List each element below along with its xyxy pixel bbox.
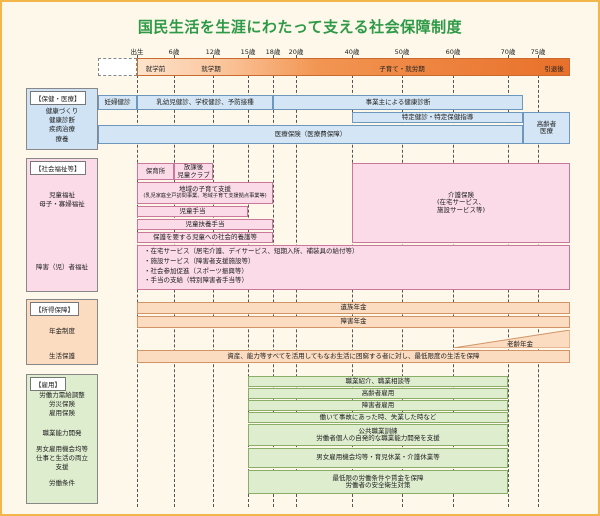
health-label-checkup: 健康診断 bbox=[49, 116, 75, 124]
disability-service-allowance: ・手当の支給（特別障害者手当等） bbox=[144, 276, 248, 285]
local-childcare-support: 地域の子育て支援 (乳児家庭全戸訪問事業、地域子育て支援拠点事業等) bbox=[137, 182, 273, 204]
self-development-support: 労働者個人の自発的な職業能力開発を支援 bbox=[316, 434, 440, 442]
maternity-checkup: 妊婦健診 bbox=[98, 95, 137, 110]
employment-label-unemployment: 雇用保険 bbox=[49, 409, 75, 417]
afterschool-line1: 放課後 bbox=[183, 163, 204, 172]
employment-label-training: 職業能力開発 bbox=[42, 429, 82, 437]
prenatal-slot bbox=[98, 58, 137, 76]
welfare-label-panel: 【社会福祉等】 児童福祉 母子・寡婦福祉 障害（児）者福祉 bbox=[26, 158, 98, 292]
age-tick-70: 70歳 bbox=[500, 48, 516, 56]
nursery-box: 保育所 bbox=[137, 163, 174, 180]
elderly-medical-line1: 高齢者 bbox=[536, 119, 557, 128]
age-tick-50: 50歳 bbox=[394, 48, 410, 56]
disability-service-list: ・在宅サービス（居宅介護、デイサービス、短期入所、補装具の給付等） ・施設サービ… bbox=[144, 247, 359, 286]
disability-services bbox=[137, 245, 570, 290]
old-age-pension: 老齢年金 bbox=[507, 340, 533, 348]
age-tick-60: 60歳 bbox=[445, 48, 461, 56]
child-rearing-allowance: 児童扶養手当 bbox=[137, 219, 273, 230]
employment-header: 【雇用】 bbox=[30, 377, 66, 391]
page-title: 国民生活を生涯にわたって支える社会保障制度 bbox=[137, 18, 463, 36]
age-tick-18: 18歳 bbox=[265, 48, 281, 56]
elderly-medical: 高齢者 医療 bbox=[523, 112, 570, 144]
stage-work: 子育て・就労期 bbox=[379, 65, 425, 73]
labor-conditions: 最低限の労働条件や賃金を保障 労働者の安全衛生対策 bbox=[248, 470, 508, 494]
job-placement: 職業紹介、職業相談等 bbox=[248, 376, 508, 387]
social-care-children: 保護を要する児童への社会的養護等 bbox=[137, 232, 273, 243]
specific-checkup: 特定健診・特定保健指導 bbox=[352, 112, 523, 123]
age-tick-75: 75歳 bbox=[530, 48, 546, 56]
old-age-pension-wedge bbox=[453, 330, 570, 348]
welfare-label-single-parent: 母子・寡婦福祉 bbox=[39, 200, 85, 208]
employment-label-balance: 仕事と生活の両立 bbox=[36, 454, 88, 462]
age-tick-20: 20歳 bbox=[288, 48, 304, 56]
income-header: 【所得保障】 bbox=[30, 302, 79, 316]
age-tick-12: 12歳 bbox=[205, 48, 221, 56]
health-label-recuperation: 療養 bbox=[55, 135, 69, 143]
stage-school: 就学期 bbox=[201, 65, 221, 73]
child-allowance: 児童手当 bbox=[137, 206, 248, 217]
employment-label-panel: 【雇用】 労働力需給調整 労災保険 雇用保険 職業能力開発 男女雇用機会均等 仕… bbox=[26, 374, 98, 504]
local-support-line2: (乳児家庭全戸訪問事業、地域子育て支援拠点事業等) bbox=[143, 192, 267, 199]
employment-label-supply-demand: 労働力需給調整 bbox=[39, 391, 85, 399]
afterschool-line2: 児童クラブ bbox=[177, 170, 210, 179]
care-line2: (在宅サービス、 bbox=[436, 198, 486, 207]
employment-label-accident: 労災保険 bbox=[49, 400, 75, 408]
equal-opportunity-leave: 男女雇用機会均等・育児休業・介護休業等 bbox=[248, 448, 508, 468]
age-tick-15: 15歳 bbox=[240, 48, 256, 56]
care-line3: 施設サービス等) bbox=[436, 205, 486, 214]
disability-service-home: ・在宅サービス（居宅介護、デイサービス、短期入所、補装具の給付等） bbox=[144, 247, 359, 255]
employment-label-equality: 男女雇用機会均等 bbox=[36, 445, 88, 453]
income-label-panel: 【所得保障】 年金制度 生活保護 bbox=[26, 299, 98, 365]
health-label-panel: 【保健・医療】 健康づくり 健康診断 疾病治療 療養 bbox=[26, 88, 98, 150]
public-training: 公共職業訓練 bbox=[358, 426, 398, 435]
long-term-care-insurance: 介護保険 (在宅サービス、 施設サービス等) bbox=[352, 163, 570, 243]
stage-preschool: 就学前 bbox=[145, 65, 166, 73]
disability-service-social: ・社会参加促進（スポーツ振興等） bbox=[144, 266, 248, 275]
life-stage-bar bbox=[137, 58, 570, 76]
employment-label-conditions: 労働条件 bbox=[49, 479, 75, 487]
care-line1: 介護保険 bbox=[448, 190, 474, 199]
income-label-pension: 年金制度 bbox=[49, 327, 75, 335]
medical-insurance: 医療保険（医療費保障） bbox=[98, 125, 523, 144]
disabled-employment: 障害者雇用 bbox=[248, 400, 508, 411]
survivor-pension: 遺族年金 bbox=[137, 302, 570, 314]
afterschool-box: 放課後 児童クラブ bbox=[174, 163, 213, 180]
age-tick-birth: 出生 bbox=[130, 48, 144, 56]
elderly-medical-line2: 医療 bbox=[540, 127, 553, 135]
disability-service-facility: ・施設サービス（障害者支援施設等） bbox=[144, 256, 255, 265]
health-label-promotion: 健康づくり bbox=[45, 107, 79, 115]
age-tick-6: 6歳 bbox=[168, 48, 180, 56]
health-header: 【保健・医療】 bbox=[30, 91, 86, 105]
health-label-treatment: 疾病治療 bbox=[49, 125, 75, 133]
public-assistance: 資産、能力等すべてを活用してもなお生活に困窮する者に対し、最低限度の生活を保障 bbox=[137, 350, 570, 363]
welfare-label-child: 児童福祉 bbox=[49, 191, 75, 199]
welfare-header: 【社会福祉等】 bbox=[30, 161, 86, 175]
age-tick-40: 40歳 bbox=[344, 48, 360, 56]
safety-health: 労働者の安全衛生対策 bbox=[345, 481, 411, 489]
stage-retire: 引退後 bbox=[544, 65, 564, 73]
local-support-line1: 地域の子育て支援 bbox=[179, 185, 231, 194]
accident-unemployment-insurance: 働いて事故にあった時、失業した時など bbox=[248, 412, 508, 423]
disability-pension: 障害年金 bbox=[137, 316, 570, 328]
employer-checkup: 事業主による健康診断 bbox=[273, 95, 523, 110]
minimum-wage: 最低限の労働条件や賃金を保障 bbox=[332, 473, 424, 482]
vocational-training: 公共職業訓練 労働者個人の自発的な職業能力開発を支援 bbox=[248, 424, 508, 446]
employment-label-support: 支援 bbox=[55, 463, 69, 471]
welfare-label-disability: 障害（児）者福祉 bbox=[36, 263, 88, 271]
income-label-livelihood: 生活保護 bbox=[49, 352, 75, 360]
elderly-employment: 高齢者雇用 bbox=[248, 388, 508, 399]
child-checkup: 乳幼児健診、学校健診、予防接種 bbox=[137, 95, 273, 110]
